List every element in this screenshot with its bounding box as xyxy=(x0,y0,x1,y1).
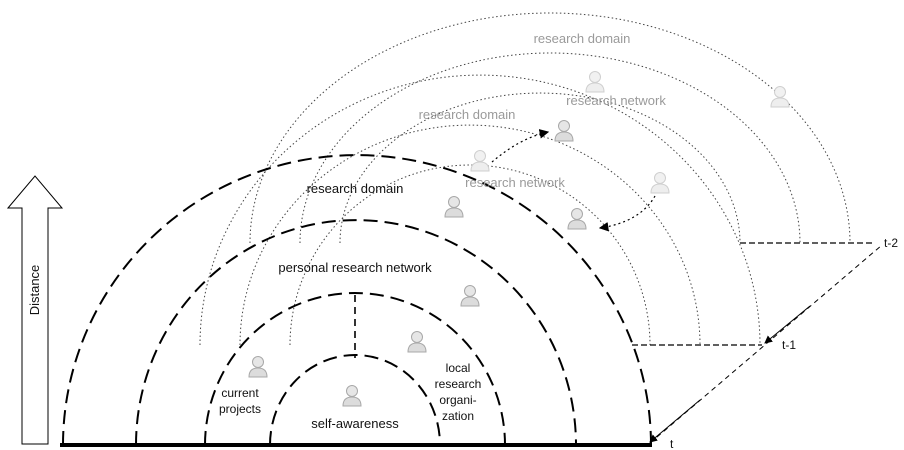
time-arrow-t xyxy=(649,399,701,443)
distance-label: Distance xyxy=(27,265,42,316)
local-org-line-4: zation xyxy=(442,409,474,423)
person-icon xyxy=(470,150,490,172)
t2-research-domain-label: research domain xyxy=(534,31,631,46)
person-icon xyxy=(444,196,464,218)
local-org-line-3: organi- xyxy=(439,393,476,407)
layer-t xyxy=(60,120,652,447)
person-icon xyxy=(585,71,605,93)
person-icon xyxy=(770,86,790,108)
time-label-t-1: t-1 xyxy=(782,338,796,352)
person-icon xyxy=(342,385,362,407)
current-projects-line-2: projects xyxy=(219,402,261,416)
movement-arrow xyxy=(491,129,550,163)
t-organization-arc xyxy=(204,292,506,446)
time-axis-line xyxy=(649,244,883,444)
research-domain-label: research domain xyxy=(307,181,404,196)
time-label-t-2: t-2 xyxy=(884,236,898,250)
person-icon xyxy=(460,285,480,307)
self-awareness-label: self-awareness xyxy=(311,416,399,431)
time-label-t: t xyxy=(670,437,674,450)
t1-network-arc xyxy=(239,124,701,346)
person-icon xyxy=(554,120,574,142)
personal-network-label: personal research network xyxy=(278,260,432,275)
t2-network-arc xyxy=(299,52,801,244)
person-icon xyxy=(650,172,670,194)
t2-inner-arc xyxy=(339,92,741,244)
local-org-line-2: research xyxy=(435,377,482,391)
current-projects-line-1: current xyxy=(221,386,259,400)
person-icon xyxy=(248,356,268,378)
t1-domain-arc xyxy=(199,74,761,346)
distance-arrow: Distance xyxy=(6,175,64,445)
t1-network-label: research network xyxy=(465,175,565,190)
t2-network-label: research network xyxy=(566,93,666,108)
layer-t-minus-2 xyxy=(249,12,875,244)
t2-domain-arc xyxy=(249,12,851,244)
time-arrow-t1 xyxy=(764,305,811,344)
t-network-arc xyxy=(135,219,577,446)
local-org-line-1: local xyxy=(446,361,471,375)
person-icon xyxy=(567,208,587,230)
t1-research-domain-label: research domain xyxy=(419,107,516,122)
layer-t-minus-1 xyxy=(199,74,762,346)
arrow-shape xyxy=(6,175,64,445)
person-icon xyxy=(407,331,427,353)
movement-arrow xyxy=(598,195,656,232)
